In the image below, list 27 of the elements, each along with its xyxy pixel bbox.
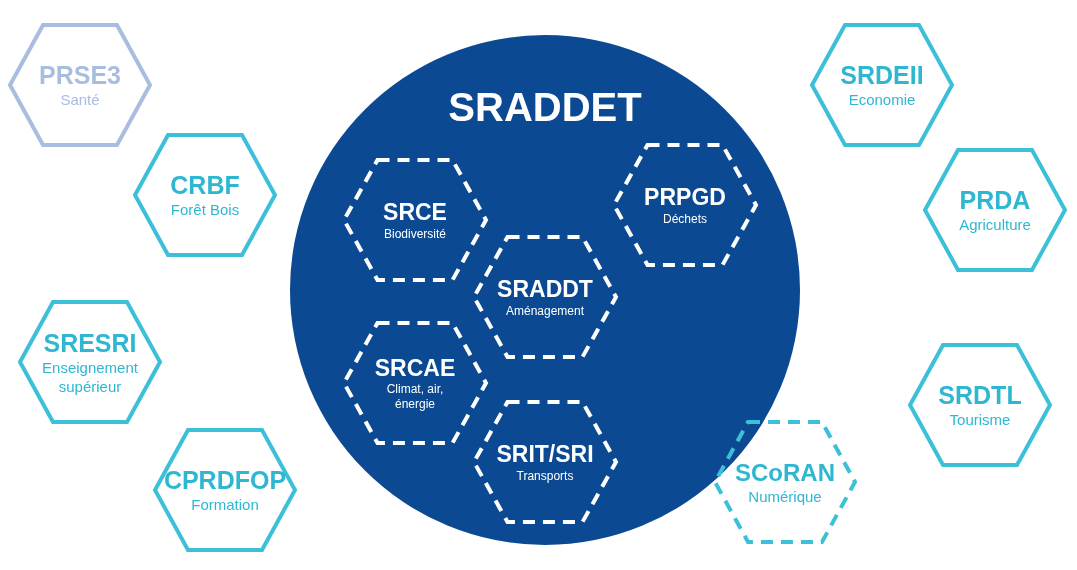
node-title: CPRDFOP (163, 465, 287, 496)
node-title: SCoRAN (735, 457, 835, 488)
circle-title: SRADDET (448, 84, 642, 131)
node-title: PRPGD (644, 183, 726, 212)
node-subtitle: Forêt Bois (170, 201, 240, 220)
node-title: SRCE (383, 198, 447, 227)
node-subtitle: Biodiversité (384, 226, 446, 242)
node-title: SRCAE (374, 353, 456, 383)
node-title: SRADDT (497, 275, 593, 304)
node-title: PRDA (959, 185, 1031, 216)
node-subtitle: Transports (516, 468, 574, 484)
node-subtitle: Aménagement (505, 303, 584, 319)
node-subtitle: Enseignement supérieur (41, 358, 139, 397)
node-title: SRDEII (840, 60, 924, 91)
node-subtitle: Tourisme (949, 411, 1011, 430)
node-title: CRBF (170, 170, 240, 201)
node-title: PRSE3 (39, 60, 121, 91)
node-subtitle: Formation (191, 496, 259, 515)
node-title: SRDTL (938, 380, 1022, 411)
node-subtitle: Déchets (663, 211, 707, 227)
node-subtitle: Economie (848, 91, 916, 110)
node-subtitle: Climat, air, énergie (385, 382, 445, 413)
node-title: SRIT/SRI (496, 440, 594, 469)
node-subtitle: Santé (60, 91, 100, 110)
node-subtitle: Agriculture (959, 216, 1031, 235)
node-subtitle: Numérique (748, 487, 822, 507)
node-title: SRESRI (43, 327, 137, 359)
